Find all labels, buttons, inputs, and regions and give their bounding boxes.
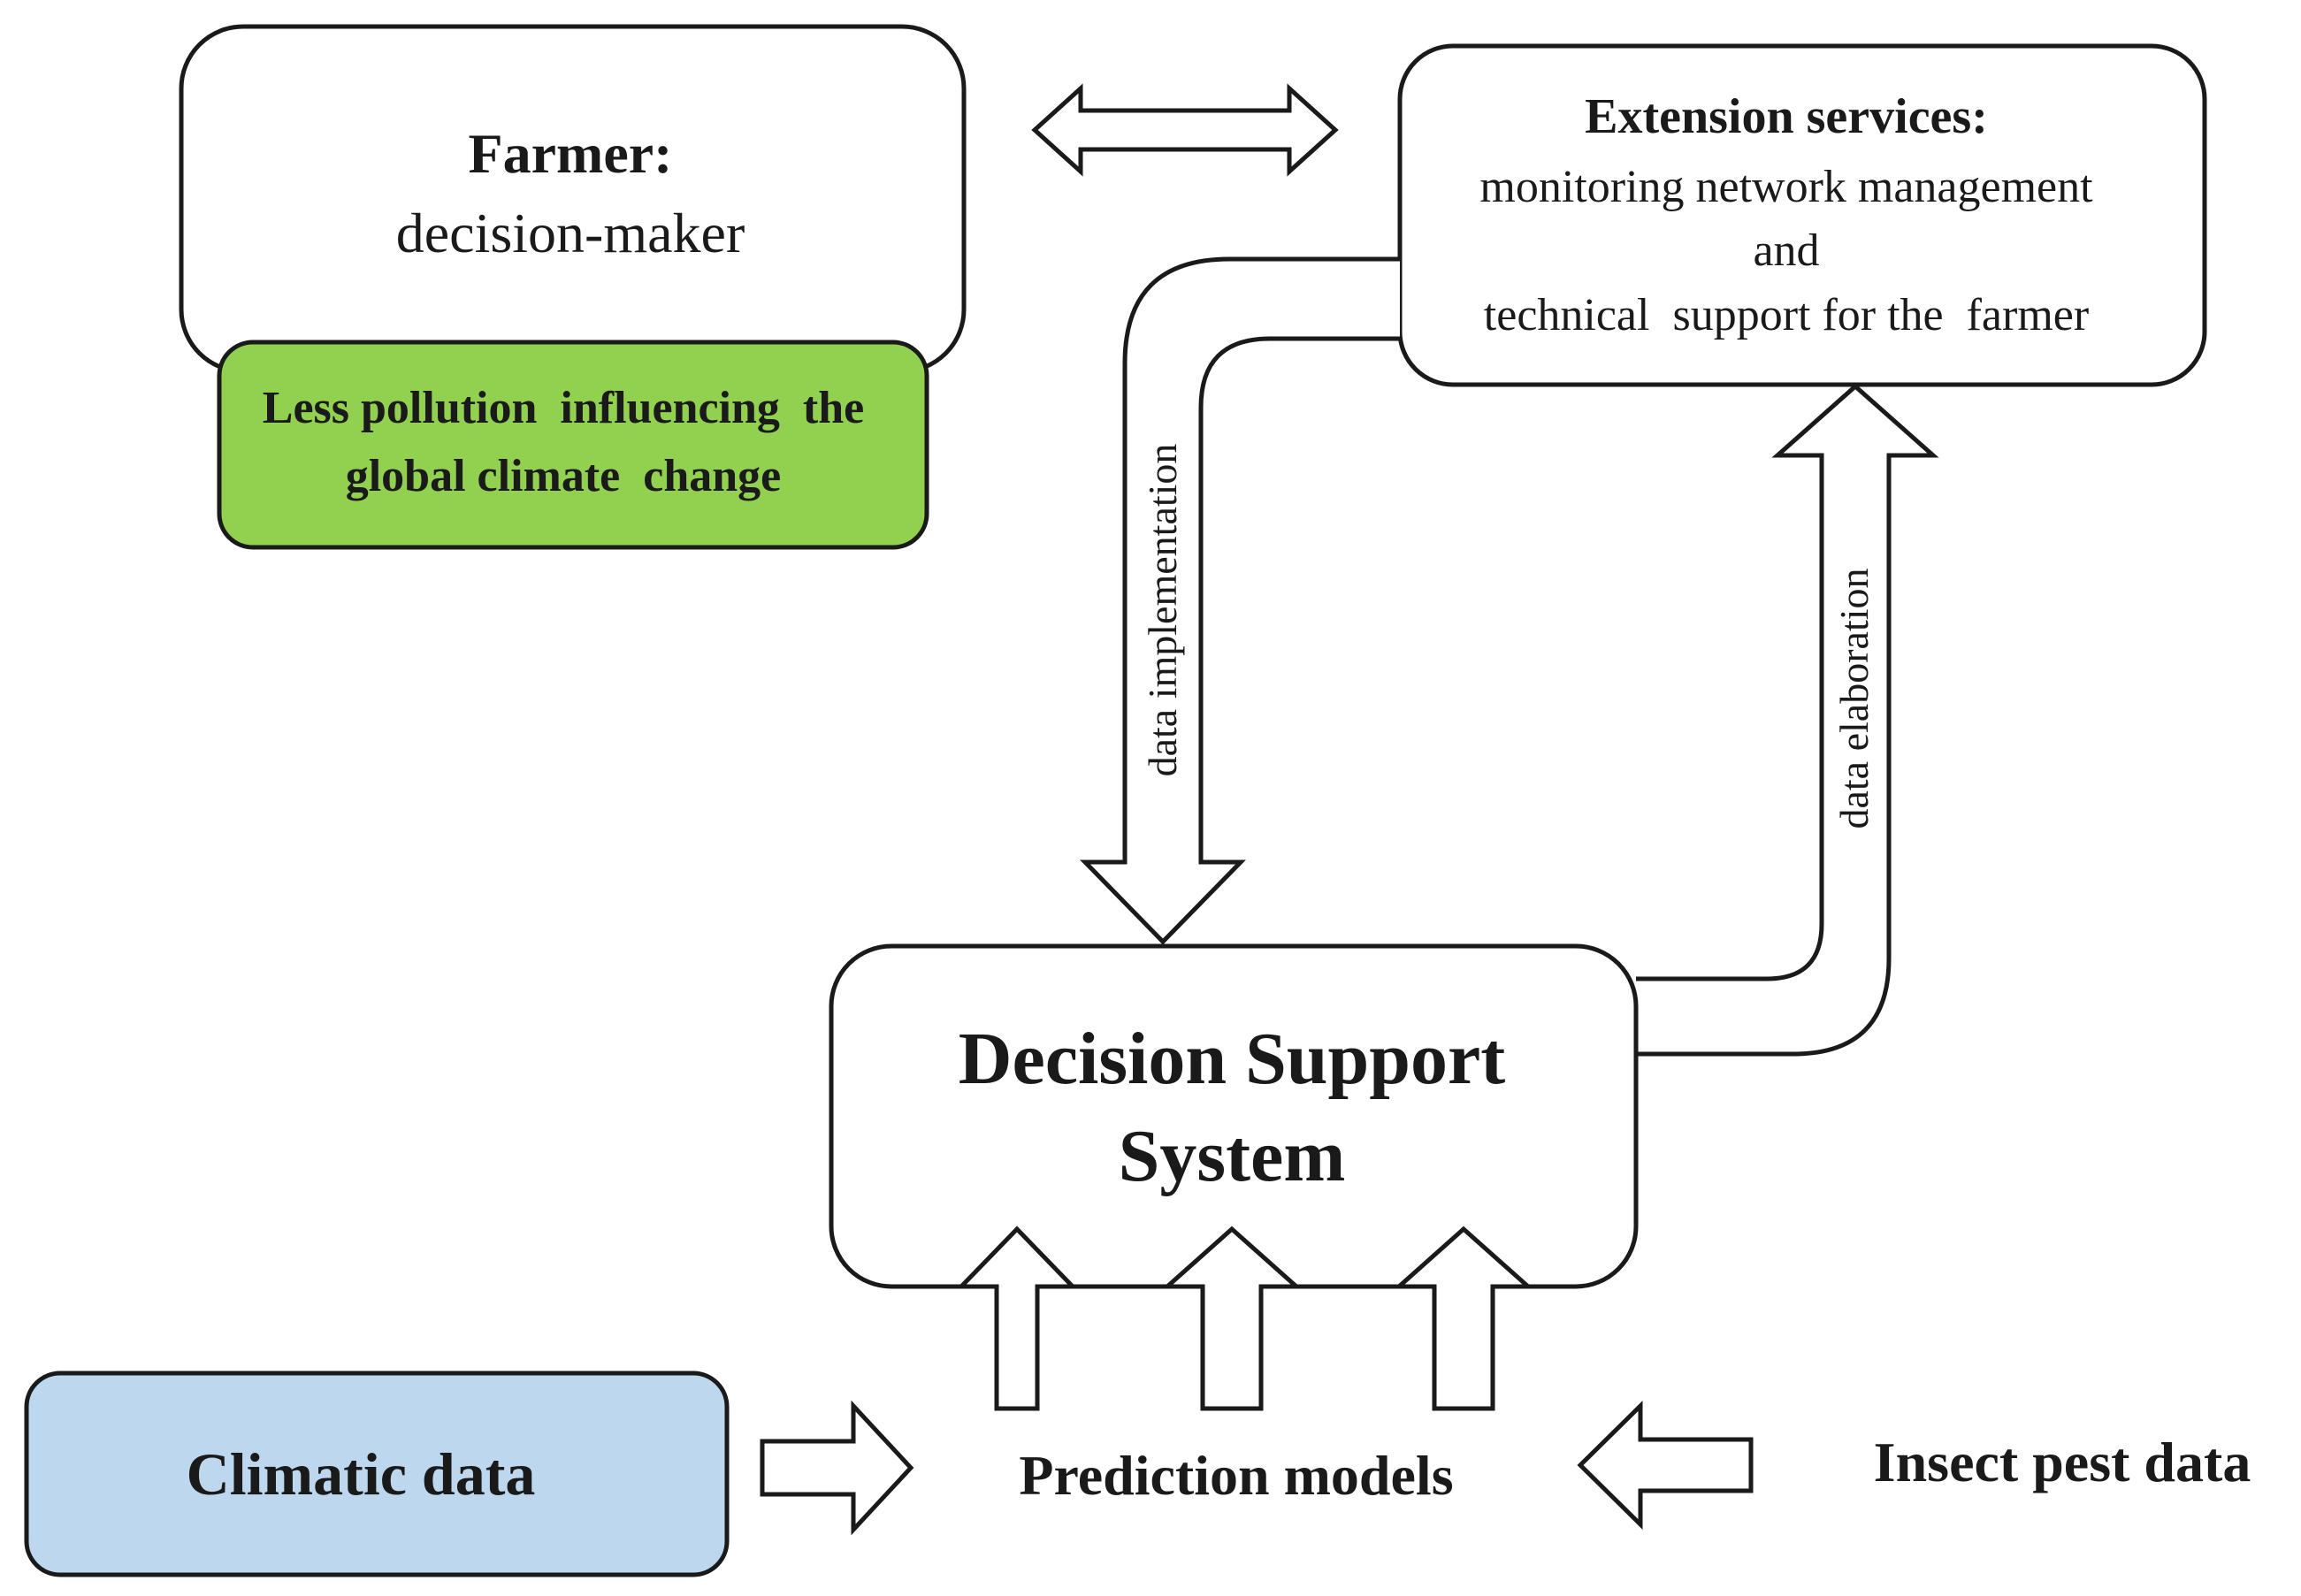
prediction-models-label: Prediction models bbox=[1019, 1444, 1453, 1507]
farmer-title: Farmer: bbox=[469, 122, 673, 185]
extension-title: Extension services: bbox=[1585, 89, 1988, 144]
dss-title-line-2: System bbox=[1119, 1115, 1346, 1197]
climatic-data-label: Climatic data bbox=[187, 1440, 536, 1508]
right-arrow-climatic bbox=[760, 1400, 914, 1536]
farmer-subtitle: decision-maker bbox=[396, 202, 745, 264]
extension-line-1: monitoring network management bbox=[1479, 162, 2093, 212]
bidirectional-arrow-icon bbox=[1031, 83, 1339, 177]
extension-line-3: technical support for the farmer bbox=[1484, 290, 2089, 340]
insect-pest-data-label: Insect pest data bbox=[1874, 1431, 2251, 1493]
extension-box bbox=[1397, 43, 2207, 387]
pollution-line-1: Less pollution influencing the bbox=[263, 383, 864, 433]
data-implementation-label: data implementation bbox=[1140, 444, 1185, 777]
dss-title-line-1: Decision Support bbox=[959, 1018, 1505, 1100]
up-arrow-2 bbox=[1161, 1226, 1303, 1411]
data-elaboration-label: data elaboration bbox=[1831, 568, 1877, 829]
left-arrow-insect bbox=[1577, 1401, 1754, 1530]
data-elaboration-arrow bbox=[1636, 383, 1939, 1057]
up-arrow-3 bbox=[1393, 1226, 1534, 1411]
up-arrow-1 bbox=[956, 1226, 1078, 1411]
farmer-box bbox=[179, 24, 967, 374]
data-implementation-arrow bbox=[1080, 256, 1400, 945]
extension-line-2: and bbox=[1753, 225, 1819, 276]
climatic-data-box bbox=[24, 1371, 730, 1577]
pollution-box bbox=[217, 340, 929, 550]
pollution-line-2: global climate change bbox=[346, 451, 782, 501]
